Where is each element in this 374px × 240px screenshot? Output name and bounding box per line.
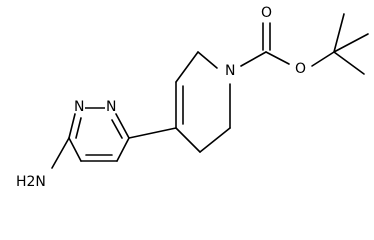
- bond-tbu-methyl-right: [333, 33, 369, 53]
- label-bg-piperidine-n: [224, 62, 236, 77]
- label-bg-ring-n1: [73, 98, 85, 113]
- atom-piperidine-n: N: [225, 63, 235, 79]
- label-bg-amine: [15, 172, 49, 189]
- label-bg-carbonyl-o: [260, 4, 272, 19]
- bond-carbonyl-ester-o: [265, 51, 290, 65]
- boc-group: [240, 13, 369, 75]
- bond-n-carbonyl: [240, 51, 267, 67]
- bond-tbu-methyl-bottom: [333, 51, 365, 75]
- atom-amine: H2N: [16, 174, 46, 190]
- bond-r-c5-c4: [175, 127, 201, 153]
- bond-r-c2-c1: [197, 51, 218, 69]
- label-bg-ring-n2: [105, 98, 117, 113]
- pyridazine-ring: [68, 107, 130, 162]
- bond-c6-n1: [68, 113, 76, 139]
- bond-c6-n1-inner: [75, 117, 82, 139]
- atom-ring-n1: N: [74, 99, 84, 115]
- chemical-structure-diagram: N N H2N N O O: [15, 4, 369, 190]
- atom-carbonyl-o: O: [261, 5, 272, 21]
- atom-ring-n2: N: [106, 99, 116, 115]
- bond-r-c6-c5: [199, 127, 231, 153]
- bond-tbu-methyl-top: [333, 13, 345, 53]
- bond-c6-amine: [51, 137, 70, 169]
- bond-n2-c3: [115, 113, 130, 139]
- bond-biaryl: [128, 127, 177, 139]
- tetrahydropyridine-ring: [175, 51, 231, 153]
- label-bg-ester-o: [294, 60, 306, 75]
- atom-ester-o: O: [295, 61, 306, 77]
- bond-ester-o-tbu: [311, 51, 335, 67]
- bond-n2-c3-inner: [111, 119, 123, 139]
- bond-c3-c4: [116, 137, 130, 162]
- bond-c5-c6: [68, 137, 82, 162]
- bond-r-c3-c2: [175, 51, 199, 83]
